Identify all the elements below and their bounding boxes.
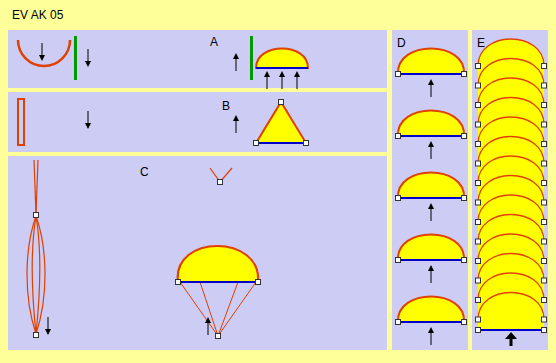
panel-d-art xyxy=(396,49,467,346)
panel-letter: B xyxy=(222,99,230,113)
panel-c-marks xyxy=(34,180,261,339)
panel-letter: E xyxy=(477,36,485,50)
panel-c-art xyxy=(27,160,258,336)
panel-a-art xyxy=(18,36,308,89)
panel-letter: D xyxy=(397,36,406,50)
panel: D xyxy=(392,30,468,350)
panel-letter: A xyxy=(210,35,218,49)
panel-b-art xyxy=(18,99,309,146)
panel-letter: C xyxy=(140,165,149,179)
panel: C xyxy=(8,156,387,350)
panel: A xyxy=(8,30,387,88)
panel: B xyxy=(8,92,387,152)
panel-e-art xyxy=(476,39,547,346)
panel: E xyxy=(472,30,548,350)
title: EV AK 05 xyxy=(12,8,63,22)
